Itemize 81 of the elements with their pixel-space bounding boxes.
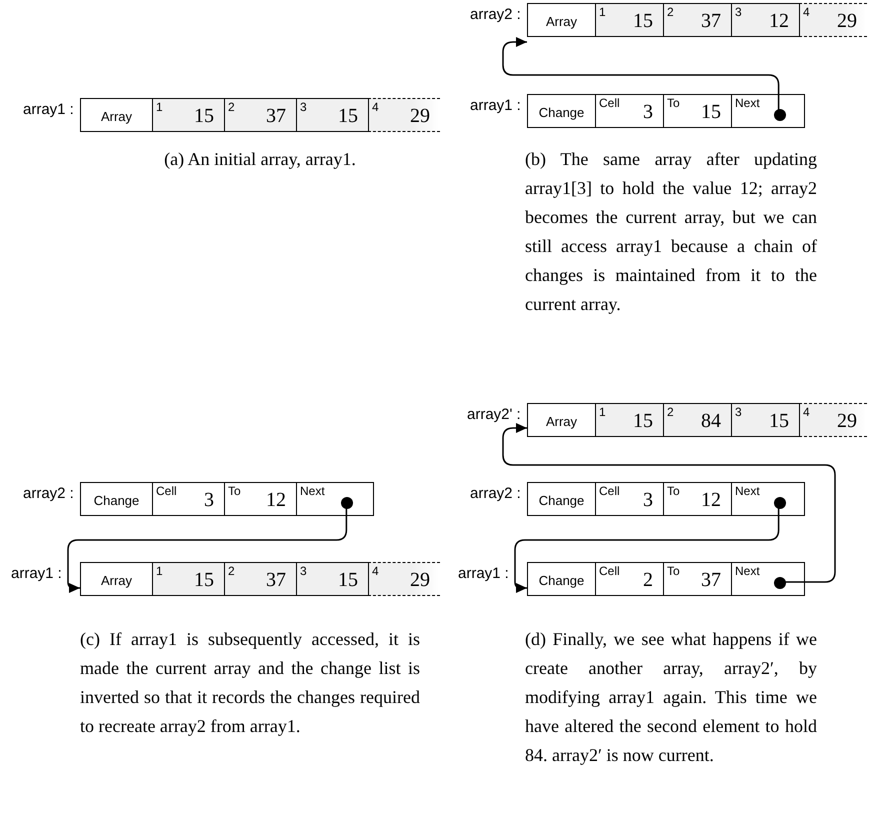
cell-value: 29 — [410, 105, 430, 128]
caption: (a) An initial array, array1. — [163, 148, 357, 171]
cell-value: 2 — [643, 569, 653, 592]
cell-label: Array — [544, 414, 578, 429]
caption: (d) Finally, we see what happens if we create another array, array2′, by modifying array1 again. This time we have altered the second element to hold 84. array2′ is now current. — [525, 628, 817, 767]
cell-value: 15 — [633, 10, 653, 33]
cell-value: 84 — [701, 410, 721, 433]
record-box — [80, 482, 374, 516]
cell-index: 4 — [372, 100, 379, 114]
cell-index: 1 — [599, 5, 606, 19]
cell-label: Change — [92, 493, 140, 508]
cell-index: Cell — [599, 96, 620, 110]
cell-index: 3 — [300, 100, 307, 114]
pointer-label: array2 : — [470, 485, 521, 502]
cell-value: 3 — [643, 101, 653, 124]
cell-value: 29 — [837, 410, 857, 433]
cell-index: Cell — [156, 484, 177, 498]
cell-value: 37 — [701, 10, 721, 33]
cell-label: Change — [538, 573, 586, 588]
cell-index: 4 — [803, 405, 810, 419]
cell-value: 15 — [194, 105, 214, 128]
cell-value: 37 — [266, 569, 286, 592]
record-box — [527, 562, 805, 596]
cell-label: Array — [544, 14, 578, 29]
cell-index: Cell — [599, 484, 620, 498]
cell-value: 12 — [701, 489, 721, 512]
cell-value: 37 — [701, 569, 721, 592]
cell-index: Next — [735, 484, 760, 498]
pointer-label: array1 : — [470, 97, 521, 114]
cell-index: 2 — [667, 5, 674, 19]
pointer-label: array2 : — [470, 6, 521, 23]
record-box — [80, 562, 440, 596]
cell-index: 4 — [803, 5, 810, 19]
cell-value: 15 — [633, 410, 653, 433]
cell-label: Change — [538, 105, 586, 120]
cell-value: 12 — [266, 489, 286, 512]
cell-index: To — [667, 96, 680, 110]
cell-label: Array — [100, 573, 134, 588]
pointer-label: array1 : — [458, 565, 509, 582]
cell-value: 29 — [410, 569, 430, 592]
cell-index: 3 — [735, 5, 742, 19]
cell-value: 29 — [837, 10, 857, 33]
cell-value: 15 — [194, 569, 214, 592]
cell-value: 15 — [338, 105, 358, 128]
cell-value: 15 — [701, 101, 721, 124]
pointer-label: array1 : — [11, 565, 62, 582]
record-box — [527, 94, 805, 128]
record-box — [80, 98, 440, 132]
pointer-label: array1 : — [23, 101, 74, 118]
record-box — [527, 403, 867, 437]
cell-index: 2 — [667, 405, 674, 419]
cell-value: 3 — [643, 489, 653, 512]
arrow — [502, 423, 836, 583]
cell-index: 1 — [599, 405, 606, 419]
cell-value: 15 — [338, 569, 358, 592]
record-box — [527, 3, 867, 37]
cell-index: To — [228, 484, 241, 498]
cell-index: Next — [735, 564, 760, 578]
cell-value: 37 — [266, 105, 286, 128]
cell-index: Next — [735, 96, 760, 110]
cell-index: Next — [300, 484, 325, 498]
cell-index: 4 — [372, 564, 379, 578]
cell-index: To — [667, 484, 680, 498]
pointer-label: array2 : — [23, 485, 74, 502]
cell-index: 3 — [300, 564, 307, 578]
cell-index: 1 — [156, 100, 163, 114]
caption: (b) The same array after updating array1[3] to hold the value 12; array2 becomes the current array, but we can still access array1 because a chain of changes is maintained from it to the current array. — [525, 148, 817, 316]
cell-index: Cell — [599, 564, 620, 578]
cell-index: 2 — [228, 100, 235, 114]
cell-label: Change — [538, 493, 586, 508]
caption: (c) If array1 is subsequently accessed, it is made the current array and the change list is inverted so that it records the changes required to recreate array2 from array1. — [80, 628, 420, 738]
cell-index: 3 — [735, 405, 742, 419]
cell-index: 1 — [156, 564, 163, 578]
cell-value: 12 — [769, 10, 789, 33]
record-box — [527, 482, 805, 516]
cell-label: Array — [100, 109, 134, 124]
cell-index: 2 — [228, 564, 235, 578]
cell-value: 3 — [204, 489, 214, 512]
pointer-label: array2' : — [467, 406, 521, 423]
cell-value: 15 — [769, 410, 789, 433]
cell-index: To — [667, 564, 680, 578]
